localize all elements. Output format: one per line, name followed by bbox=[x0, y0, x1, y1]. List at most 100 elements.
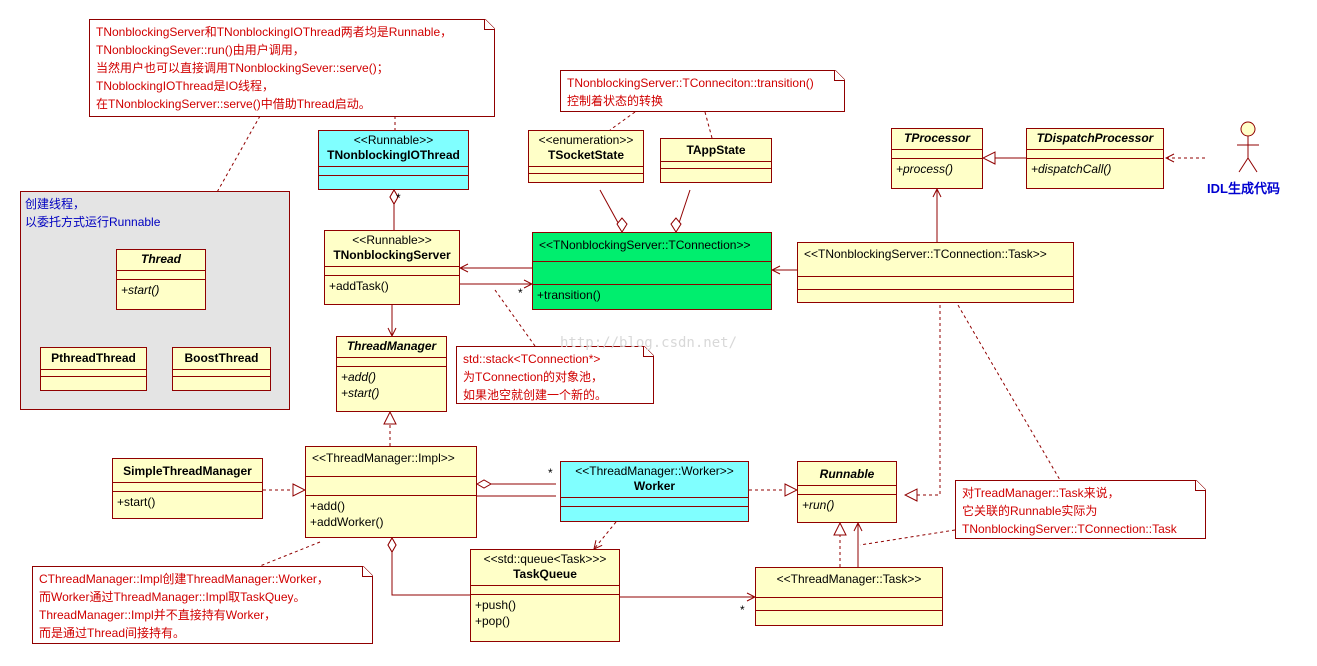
note-line: 如果池空就创建一个新的。 bbox=[463, 388, 608, 402]
operation: +start() bbox=[341, 386, 380, 400]
attributes-compartment bbox=[661, 162, 771, 169]
class-name: TaskQueue bbox=[513, 567, 577, 581]
operation: +transition() bbox=[537, 288, 601, 302]
note-line: 当然用户也可以直接调用TNonblockingSever::serve()； bbox=[96, 61, 389, 75]
multiplicity: * bbox=[518, 286, 523, 300]
class-name: SimpleThreadManager bbox=[123, 464, 252, 478]
attributes-compartment bbox=[892, 150, 982, 159]
note-line: TNonblockingServer::TConnection::Task bbox=[962, 522, 1177, 536]
class-thread-manager[interactable]: ThreadManager +add() +start() bbox=[336, 336, 447, 412]
class-tnonblocking-server[interactable]: <<Runnable>>TNonblockingServer +addTask(… bbox=[324, 230, 460, 305]
note-line: 它关联的Runnable实际为 bbox=[962, 504, 1098, 518]
note-line: 对TreadManager::Task来说， bbox=[962, 486, 1120, 500]
attributes-compartment bbox=[756, 598, 942, 611]
class-name: TNonblockingIOThread bbox=[327, 148, 460, 162]
note-line: 为TConnection的对象池， bbox=[463, 370, 604, 384]
note-impl-worker: CThreadManager::Impl创建ThreadManager::Wor… bbox=[32, 566, 373, 644]
stereotype: <<std::queue<Task>>> bbox=[483, 552, 607, 566]
note-line: 而Worker通过ThreadManager::Impl取TaskQuey。 bbox=[39, 590, 306, 604]
actor-icon bbox=[1237, 121, 1259, 173]
class-name: Worker bbox=[633, 479, 676, 493]
note-line: 控制着状态的转换 bbox=[567, 94, 664, 108]
stereotype: <<ThreadManager::Task>> bbox=[776, 572, 922, 586]
note-line: TNonblockingSever::run()由用户调用， bbox=[96, 43, 305, 57]
operation: +start() bbox=[117, 495, 156, 509]
attributes-compartment bbox=[798, 486, 896, 495]
operation: +start() bbox=[121, 283, 160, 297]
attributes-compartment bbox=[306, 477, 476, 496]
class-pthread-thread[interactable]: PthreadThread bbox=[40, 347, 147, 391]
attributes-compartment bbox=[41, 370, 146, 377]
package-label-line-1: 创建线程， bbox=[25, 197, 86, 211]
class-boost-thread[interactable]: BoostThread bbox=[172, 347, 271, 391]
class-simple-thread-manager[interactable]: SimpleThreadManager +start() bbox=[112, 458, 263, 519]
operation: +pop() bbox=[475, 614, 511, 628]
note-line: ThreadManager::Impl并不直接持有Worker， bbox=[39, 608, 277, 622]
note-line: 在TNonblockingServer::serve()中借助Thread启动。 bbox=[96, 97, 371, 111]
operation: +dispatchCall() bbox=[1031, 162, 1112, 176]
stereotype: <<TNonblockingServer::TConnection::Task>… bbox=[804, 247, 1047, 261]
attributes-compartment bbox=[173, 370, 270, 377]
class-thread-manager-impl[interactable]: <<ThreadManager::Impl>> +add()+addWorker… bbox=[305, 446, 477, 538]
note-transition: TNonblockingServer::TConneciton::transit… bbox=[560, 70, 845, 112]
stereotype: <<ThreadManager::Worker>> bbox=[575, 464, 734, 478]
attributes-compartment bbox=[529, 167, 643, 174]
note-runnable-servers: TNonblockingServer和TNonblockingIOThread两… bbox=[89, 19, 495, 117]
class-name: TProcessor bbox=[903, 131, 971, 145]
attributes-compartment bbox=[533, 262, 771, 285]
note-line: TNonblockingServer和TNonblockingIOThread两… bbox=[96, 25, 453, 39]
operation: +addTask() bbox=[329, 279, 389, 293]
stereotype: <<Runnable>> bbox=[352, 233, 432, 247]
note-line: TNoblockingIOThread是IO线程， bbox=[96, 79, 275, 93]
class-tnonblocking-io-thread[interactable]: <<Runnable>>TNonblockingIOThread bbox=[318, 130, 469, 190]
operation: +add() bbox=[310, 499, 346, 513]
class-tprocessor[interactable]: TProcessor +process() bbox=[891, 128, 983, 189]
note-line: std::stack<TConnection*> bbox=[463, 352, 601, 366]
class-task-queue[interactable]: <<std::queue<Task>>>TaskQueue +push()+po… bbox=[470, 549, 620, 642]
operation: +push() bbox=[475, 598, 517, 612]
stereotype: <<ThreadManager::Impl>> bbox=[312, 451, 455, 465]
operation: +run() bbox=[802, 498, 835, 512]
class-name: Thread bbox=[140, 252, 181, 266]
note-line: TNonblockingServer::TConneciton::transit… bbox=[567, 76, 814, 90]
class-tdispatch-processor[interactable]: TDispatchProcessor +dispatchCall() bbox=[1026, 128, 1164, 189]
class-runnable[interactable]: Runnable +run() bbox=[797, 461, 897, 523]
class-tconnection-task[interactable]: <<TNonblockingServer::TConnection::Task>… bbox=[797, 242, 1074, 303]
attributes-compartment bbox=[561, 498, 748, 507]
class-thread-manager-task[interactable]: <<ThreadManager::Task>> bbox=[755, 567, 943, 626]
class-thread-manager-worker[interactable]: <<ThreadManager::Worker>>Worker bbox=[560, 461, 749, 522]
class-name: TSocketState bbox=[547, 148, 625, 162]
class-name: TDispatchProcessor bbox=[1036, 131, 1154, 145]
note-line: CThreadManager::Impl创建ThreadManager::Wor… bbox=[39, 572, 329, 586]
stereotype: <<enumeration>> bbox=[538, 133, 634, 147]
note-connection-pool: std::stack<TConnection*> 为TConnection的对象… bbox=[456, 346, 654, 404]
stereotype: <<Runnable>> bbox=[353, 133, 434, 147]
attributes-compartment bbox=[471, 586, 619, 595]
stereotype: <<TNonblockingServer::TConnection>> bbox=[539, 238, 751, 252]
class-name: PthreadThread bbox=[51, 351, 136, 365]
package-label: 创建线程， 以委托方式运行Runnable bbox=[25, 195, 160, 231]
class-name: Runnable bbox=[819, 467, 875, 481]
note-task-runnable: 对TreadManager::Task来说， 它关联的Runnable实际为 T… bbox=[955, 480, 1206, 539]
class-thread[interactable]: Thread +start() bbox=[116, 249, 206, 310]
package-label-line-2: 以委托方式运行Runnable bbox=[25, 215, 161, 229]
actor-label: IDL生成代码 bbox=[1207, 181, 1280, 196]
note-line: 而是通过Thread间接持有。 bbox=[39, 626, 186, 640]
class-tconnection[interactable]: <<TNonblockingServer::TConnection>> +tra… bbox=[532, 232, 772, 310]
operation: +add() bbox=[341, 370, 377, 384]
attributes-compartment bbox=[1027, 150, 1163, 159]
class-name: TNonblockingServer bbox=[333, 248, 451, 262]
class-tapp-state[interactable]: TAppState bbox=[660, 138, 772, 183]
class-tsocket-state[interactable]: <<enumeration>>TSocketState bbox=[528, 130, 644, 183]
operation: +process() bbox=[896, 162, 954, 176]
class-name: BoostThread bbox=[184, 351, 259, 365]
attributes-compartment bbox=[325, 267, 459, 276]
attributes-compartment bbox=[337, 358, 446, 367]
multiplicity: * bbox=[548, 466, 553, 480]
attributes-compartment bbox=[117, 271, 205, 280]
watermark: http://blog.csdn.net/ bbox=[560, 335, 738, 351]
class-name: ThreadManager bbox=[346, 339, 437, 353]
multiplicity: * bbox=[740, 603, 745, 617]
multiplicity: * bbox=[396, 191, 401, 205]
class-name: TAppState bbox=[686, 143, 746, 157]
